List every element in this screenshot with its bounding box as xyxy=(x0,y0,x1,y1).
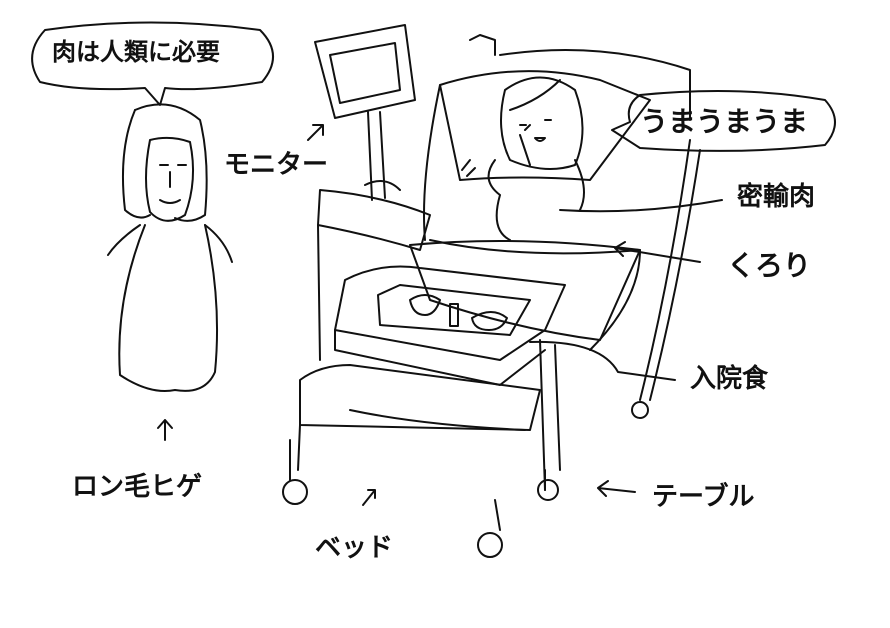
label-hospital-food: 入院食 xyxy=(690,364,769,394)
label-kurori: くろり xyxy=(727,249,812,282)
hospital-food-pointer xyxy=(529,340,676,381)
label-bed: ベッド xyxy=(315,533,394,563)
monitor-drawing xyxy=(314,24,416,201)
table-drawing xyxy=(334,265,566,491)
label-table: テーブル xyxy=(652,482,755,512)
kurori-figure xyxy=(461,76,585,241)
bed-drawing xyxy=(282,34,701,558)
speech-bubble-left xyxy=(31,21,274,106)
label-long-hair-beard: ロン毛ヒゲ xyxy=(72,472,203,502)
kurori-arrow xyxy=(614,241,701,263)
table-arrow xyxy=(597,480,636,497)
speech-bubble-right xyxy=(611,90,836,152)
speech-text-right: うまうまうま xyxy=(640,105,809,138)
long-hair-man-figure xyxy=(107,103,233,441)
speech-text-left: 肉は人類に必要 xyxy=(52,38,220,66)
bed-arrow xyxy=(362,489,376,506)
label-monitor: モニター xyxy=(224,150,329,180)
monitor-arrow xyxy=(307,124,324,141)
smuggled-meat-pointer xyxy=(559,199,723,213)
label-smuggled-meat: 密輸肉 xyxy=(737,182,816,212)
